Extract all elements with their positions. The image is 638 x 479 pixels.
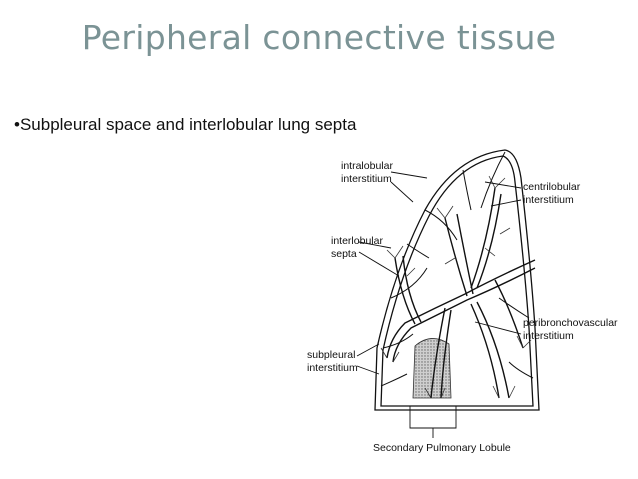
pointer-lines xyxy=(356,171,522,438)
label-interlobular-line1: interlobular xyxy=(331,235,383,247)
lung-diagram-svg: intralobular interstitium centrilobular … xyxy=(307,149,618,454)
label-peribronchovascular-line1: peribronchovascular xyxy=(523,317,618,329)
bullet-text: Subpleural space and interlobular lung s… xyxy=(19,115,357,134)
label-centrilobular-line1: centrilobular xyxy=(523,181,581,193)
label-subpleural-line2: interstitium xyxy=(307,362,358,374)
label-secondary-pulmonary-lobule: Secondary Pulmonary Lobule xyxy=(373,442,511,454)
intralobular-branches xyxy=(380,175,532,399)
bronchovascular-bundle xyxy=(386,187,536,399)
bullet-item: •Subpleural space and interlobular lung … xyxy=(14,112,374,137)
label-intralobular-line2: interstitium xyxy=(341,173,392,185)
label-interlobular-line2: septa xyxy=(331,248,357,260)
interlobular-septa xyxy=(380,151,534,387)
slide-title: Peripheral connective tissue xyxy=(81,18,557,57)
label-subpleural-line1: subpleural xyxy=(307,349,355,361)
bullet-marker: • xyxy=(14,115,20,134)
label-peribronchovascular-line2: interstitium xyxy=(523,330,574,342)
label-intralobular-line1: intralobular xyxy=(341,160,393,172)
lung-interstitium-diagram: intralobular interstitium centrilobular … xyxy=(295,148,638,479)
label-centrilobular-line2: interstitium xyxy=(523,194,574,206)
